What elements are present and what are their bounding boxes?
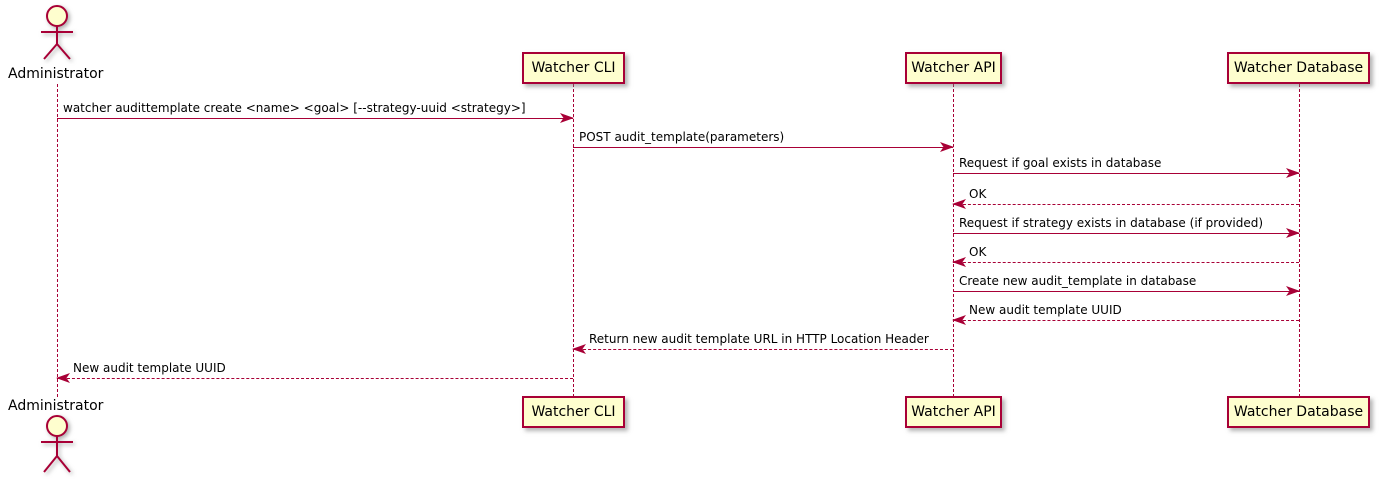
- message-label: watcher audittemplate create <name> <goa…: [63, 101, 526, 115]
- arrowhead-right-icon: [1286, 168, 1300, 178]
- arrowhead-left-icon: [572, 344, 586, 354]
- arrowhead-right-icon: [560, 113, 574, 123]
- message-line: [953, 320, 1299, 321]
- actor-label-bottom: Administrator: [8, 398, 104, 414]
- message-label: Request if goal exists in database: [959, 156, 1162, 170]
- message-line: [953, 262, 1299, 263]
- message-line: [573, 147, 953, 148]
- participant-watcher-cli-top: Watcher CLI: [522, 52, 625, 84]
- arrowhead-left-icon: [952, 257, 966, 267]
- message-line: [953, 173, 1299, 174]
- participant-label: Watcher Database: [1233, 60, 1364, 76]
- participant-label: Watcher CLI: [531, 60, 616, 76]
- arrowhead-left-icon: [952, 315, 966, 325]
- lifeline-administrator: [57, 84, 58, 397]
- arrowhead-left-icon: [56, 373, 70, 383]
- participant-label: Watcher Database: [1233, 404, 1364, 420]
- message-label: New audit template UUID: [969, 303, 1122, 317]
- participant-watcher-api-bottom: Watcher API: [905, 396, 1002, 428]
- actor-figure-bottom: [41, 415, 73, 473]
- participant-label: Watcher API: [911, 404, 996, 420]
- message-line: [953, 291, 1299, 292]
- message-label: Return new audit template URL in HTTP Lo…: [589, 332, 929, 346]
- participant-watcher-api-top: Watcher API: [905, 52, 1002, 84]
- message-label: OK: [969, 187, 987, 201]
- message-line: [573, 349, 953, 350]
- participant-watcher-cli-bottom: Watcher CLI: [522, 396, 625, 428]
- actor-head: [46, 415, 68, 437]
- message-label: Create new audit_template in database: [959, 274, 1197, 288]
- actor-label-top: Administrator: [8, 66, 104, 82]
- lifeline-watcher-database: [1299, 84, 1300, 397]
- participant-label: Watcher API: [911, 60, 996, 76]
- lifeline-watcher-cli: [573, 84, 574, 397]
- arrowhead-right-icon: [940, 142, 954, 152]
- message-line: [953, 233, 1299, 234]
- lifeline-watcher-api: [953, 84, 954, 397]
- message-label: New audit template UUID: [73, 361, 226, 375]
- arrowhead-left-icon: [952, 199, 966, 209]
- message-line: [57, 378, 573, 379]
- participant-label: Watcher CLI: [531, 404, 616, 420]
- actor-head: [46, 5, 68, 27]
- arrowhead-right-icon: [1286, 228, 1300, 238]
- message-line: [57, 118, 573, 119]
- message-label: Request if strategy exists in database (…: [959, 216, 1264, 230]
- message-line: [953, 204, 1299, 205]
- actor-figure-top: [41, 5, 73, 60]
- message-label: OK: [969, 245, 987, 259]
- arrowhead-right-icon: [1286, 286, 1300, 296]
- participant-watcher-database-top: Watcher Database: [1227, 52, 1370, 84]
- message-label: POST audit_template(parameters): [579, 130, 785, 144]
- participant-watcher-database-bottom: Watcher Database: [1227, 396, 1370, 428]
